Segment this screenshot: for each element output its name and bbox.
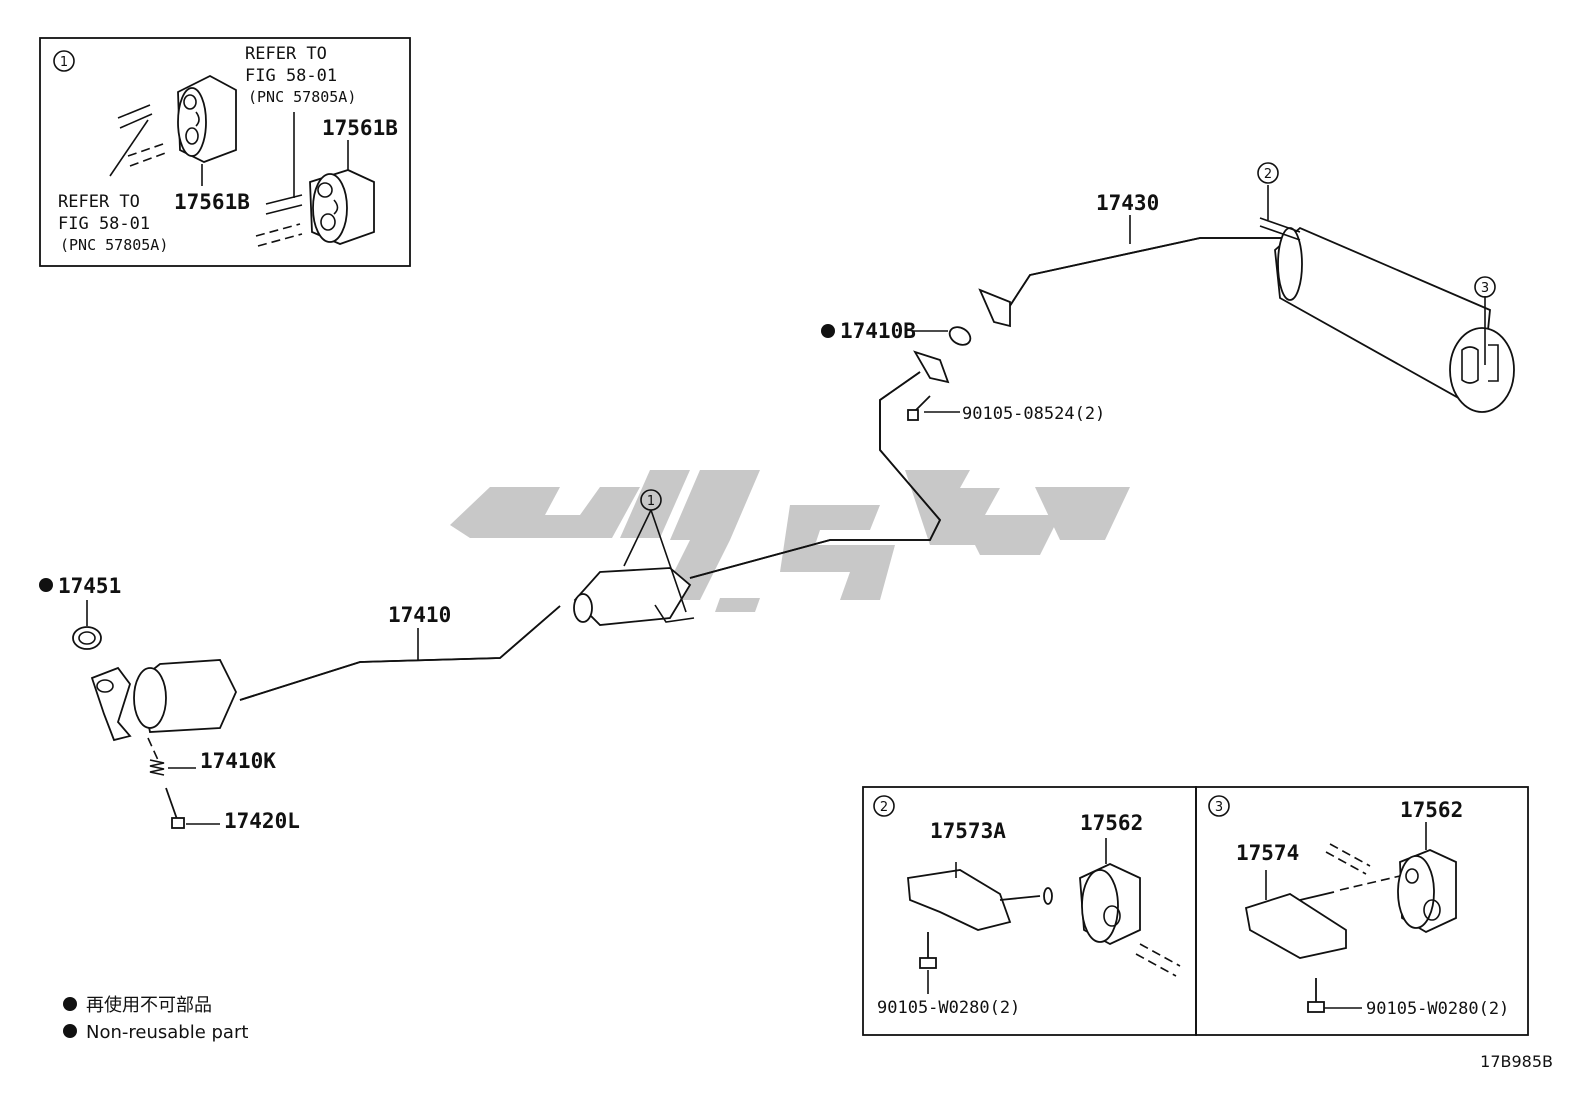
inset-1-callout: 1 (60, 55, 68, 70)
svg-text:1: 1 (647, 494, 655, 509)
gasket-17451 (72, 626, 102, 650)
watermark-logo (450, 470, 1130, 612)
svg-text:2: 2 (1264, 167, 1272, 182)
spring-17410k (149, 759, 165, 776)
bolt-17420l (165, 787, 185, 829)
part-label-17410: 17410 (388, 603, 451, 627)
callout-2-marker: 2 (1257, 162, 1279, 184)
svg-text:3: 3 (1481, 281, 1489, 296)
bracket-17574 (1244, 891, 1347, 959)
part-label-17430: 17430 (1096, 191, 1159, 215)
part-label-17562-a: 17562 (1080, 811, 1143, 835)
inset-1-frame: 1 REFER TO FIG 58-01 (PNC 57805A) REFER … (39, 37, 411, 267)
part-label-17451: 17451 (58, 574, 121, 598)
tail-pipe-muffler-17430 (978, 185, 1515, 413)
refer-to-label-a: REFER TO (245, 44, 327, 64)
part-label-90105-08524: 90105-08524(2) (962, 404, 1105, 424)
svg-text:2: 2 (880, 800, 888, 815)
legend-text-en: Non-reusable part (86, 1022, 248, 1043)
figure-code: 17B985B (1480, 1052, 1553, 1071)
callout-1-marker: 1 (623, 489, 687, 613)
non-reusable-dot (39, 578, 53, 592)
bolt-90105-08524 (907, 395, 931, 421)
part-label-17420l: 17420L (224, 809, 300, 833)
part-label-17573a: 17573A (930, 819, 1006, 843)
legend-dot-jp (63, 997, 77, 1011)
gasket-17410b (948, 326, 972, 346)
part-label-90105-w0280-a: 90105-W0280(2) (877, 998, 1020, 1018)
fig-ref-label-a: FIG 58-01 (245, 66, 337, 86)
pnc-ref-label-a: (PNC 57805A) (248, 88, 356, 106)
hanger-17562-b (1397, 849, 1457, 934)
bracket-17573a (907, 869, 1053, 931)
bolt-90105-w0280-a (919, 932, 937, 969)
fig-ref-label-b: FIG 58-01 (58, 214, 150, 234)
inset-3-frame: 3 17574 17562 90105-W0280(2) (1195, 786, 1529, 1036)
hanger-17561b-a (177, 74, 237, 163)
part-label-17410k: 17410K (200, 749, 276, 773)
refer-to-label-b: REFER TO (58, 192, 140, 212)
part-label-17562-b: 17562 (1400, 798, 1463, 822)
bolt-90105-w0280-b (1307, 978, 1325, 1013)
legend-text-jp: 再使用不可部品 (86, 995, 212, 1016)
legend: 再使用不可部品 Non-reusable part (63, 995, 248, 1043)
svg-text:3: 3 (1215, 800, 1223, 815)
inset-2-frame: 2 17573A 17562 90105-W0280(2) (862, 786, 1197, 1036)
part-label-17561b-a: 17561B (174, 190, 250, 214)
part-label-17561b-b: 17561B (322, 116, 398, 140)
part-label-90105-w0280-b: 90105-W0280(2) (1366, 999, 1509, 1019)
hanger-17562-a (1079, 863, 1141, 946)
pnc-ref-label-b: (PNC 57805A) (60, 236, 168, 254)
exhaust-pipe-17410 (90, 350, 950, 742)
legend-dot-en (63, 1024, 77, 1038)
hanger-17561b-b (309, 169, 375, 245)
part-label-17410b: 17410B (840, 319, 916, 343)
part-label-17574: 17574 (1236, 841, 1299, 865)
non-reusable-dot (821, 324, 835, 338)
callout-3-marker: 3 (1474, 276, 1496, 298)
